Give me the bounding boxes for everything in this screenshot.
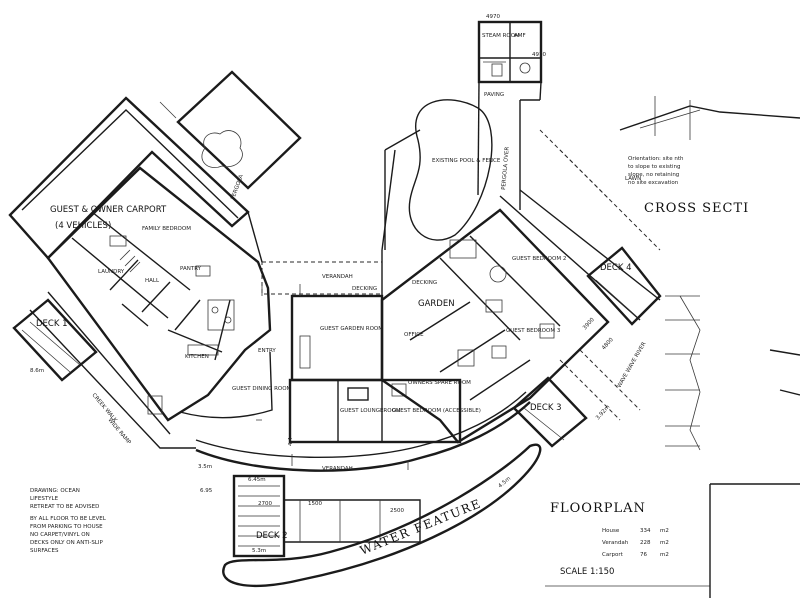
pantry-label: PANTRY bbox=[180, 266, 202, 272]
guest-lounge-label: GUEST LOUNGEROOM bbox=[340, 408, 401, 414]
deck-2-label: DECK 2 bbox=[256, 531, 288, 541]
pool-label: EXISTING POOL & FENCE bbox=[432, 158, 501, 164]
deck-3-label: DECK 3 bbox=[530, 403, 562, 413]
deck-1-label: DECK 1 bbox=[36, 319, 68, 329]
svg-text:4970: 4970 bbox=[486, 14, 500, 20]
carport-label: GUEST & OWNER CARPORT bbox=[50, 205, 167, 215]
svg-text:to slope to existing: to slope to existing bbox=[628, 164, 681, 170]
svg-text:DRAWING: OCEAN: DRAWING: OCEAN bbox=[30, 488, 80, 494]
lawn-edge bbox=[539, 129, 661, 421]
svg-text:NO CARPET/VINYL ON: NO CARPET/VINYL ON bbox=[30, 532, 90, 538]
deck-1: DECK 1 bbox=[12, 298, 98, 382]
svg-text:m2: m2 bbox=[660, 552, 669, 558]
decking-right-label: DECKING bbox=[412, 280, 437, 286]
paving-label: PAVING bbox=[484, 92, 504, 98]
svg-text:WIDE RAMP: WIDE RAMP bbox=[106, 417, 132, 446]
owners-spare-room-label: OWNERS SPARE ROOM bbox=[408, 380, 471, 386]
pergola-top: PERGOLA bbox=[159, 70, 302, 201]
deck-3: DECK 3 bbox=[512, 376, 588, 448]
area-verandah-label: Verandah bbox=[602, 540, 629, 546]
svg-text:5.3m: 5.3m bbox=[252, 548, 266, 554]
elevation-marks bbox=[665, 295, 800, 451]
area-carport-value: 76 bbox=[640, 552, 647, 558]
lawn-label: LAWN bbox=[625, 176, 641, 182]
guest-dining-label: GUEST DINING ROOM bbox=[232, 386, 292, 392]
svg-text:BY ALL FLOOR TO BE LEVEL: BY ALL FLOOR TO BE LEVEL bbox=[30, 516, 107, 522]
cross-section-label: CROSS SECTI bbox=[644, 201, 749, 216]
deck-2: DECK 2 6.45m 5.3m bbox=[232, 474, 288, 558]
hall-label: HALL bbox=[145, 278, 160, 284]
pergola-over-label: PERGOLA OVER bbox=[501, 146, 511, 190]
verandah-top-label: VERANDAH bbox=[322, 274, 353, 280]
entry-label: ENTRY bbox=[258, 348, 276, 354]
svg-text:RETREAT TO BE ADVISED: RETREAT TO BE ADVISED bbox=[30, 504, 99, 510]
area-house-value: 334 bbox=[640, 528, 651, 534]
vehicles-label: (4 VEHICLES) bbox=[55, 221, 111, 231]
area-verandah-value: 228 bbox=[640, 540, 651, 546]
existing-pool bbox=[408, 99, 493, 241]
amf-label: AMF bbox=[514, 33, 526, 39]
svg-text:3.5m: 3.5m bbox=[198, 464, 212, 470]
svg-text:SURFACES: SURFACES bbox=[30, 548, 59, 554]
scale-label: SCALE 1:150 bbox=[560, 567, 614, 577]
guest-bedroom-2-label: GUEST BEDROOM 2 bbox=[512, 256, 566, 262]
svg-text:4.4: 4.4 bbox=[288, 437, 294, 446]
notes-block: DRAWING: OCEAN LIFESTYLE RETREAT TO BE A… bbox=[30, 488, 107, 554]
verandah-bottom-label: VERANDAH bbox=[322, 466, 353, 472]
svg-text:Orientation: site nth: Orientation: site nth bbox=[628, 156, 684, 162]
steam-room-block: STEAM ROOM AMF bbox=[477, 20, 543, 84]
svg-text:1500: 1500 bbox=[308, 501, 322, 507]
guest-garden-room-label: GUEST GARDEN ROOM bbox=[320, 326, 383, 332]
guest-bedroom-accessible-label: GUEST BEDROOM (ACCESSIBLE) bbox=[392, 408, 481, 414]
svg-text:6.45m: 6.45m bbox=[248, 477, 266, 483]
deck-4-label: DECK 4 bbox=[600, 263, 632, 273]
svg-text:LIFESTYLE: LIFESTYLE bbox=[30, 496, 59, 502]
svg-text:m2: m2 bbox=[660, 528, 669, 534]
pergola-label: PERGOLA bbox=[230, 174, 245, 201]
svg-text:4800: 4800 bbox=[601, 337, 615, 352]
svg-text:2500: 2500 bbox=[390, 508, 404, 514]
floorplan-title: FLOORPLAN bbox=[550, 501, 646, 516]
svg-text:6.95: 6.95 bbox=[200, 488, 213, 494]
svg-text:FROM PARKING TO HOUSE: FROM PARKING TO HOUSE bbox=[30, 524, 103, 530]
deck-4: DECK 4 bbox=[586, 246, 662, 326]
svg-text:4970: 4970 bbox=[532, 52, 546, 58]
area-carport-label: Carport bbox=[602, 552, 624, 558]
svg-text:4.5m: 4.5m bbox=[497, 476, 512, 490]
office-label: OFFICE bbox=[404, 332, 424, 338]
water-feature-label: WATER FEATURE bbox=[358, 496, 484, 558]
cross-section: Orientation: site nth to slope to existi… bbox=[619, 96, 800, 216]
garden-label: GARDEN bbox=[418, 299, 455, 309]
svg-text:m2: m2 bbox=[660, 540, 669, 546]
area-house-label: House bbox=[602, 528, 620, 534]
svg-text:8.6m: 8.6m bbox=[30, 368, 44, 374]
svg-text:CREEK WALK: CREEK WALK bbox=[90, 392, 118, 423]
right-wing: DECKING GARDEN OFFICE GUEST BEDROOM 2 GU… bbox=[380, 208, 610, 444]
centre-block: GUEST GARDEN ROOM GUEST LOUNGEROOM GUEST… bbox=[258, 294, 481, 444]
svg-text:2700: 2700 bbox=[258, 501, 272, 507]
kitchen-label: KITCHEN bbox=[185, 354, 209, 360]
laundry-label: LAUNDRY bbox=[98, 269, 125, 275]
svg-text:3900: 3900 bbox=[582, 317, 596, 332]
svg-text:no site excavation: no site excavation bbox=[628, 180, 679, 186]
svg-text:3.92m: 3.92m bbox=[595, 404, 611, 421]
wave-river-label: WAVE WAVE RIVER bbox=[617, 341, 648, 389]
svg-text:DECKS ONLY ON ANTI-SLIP: DECKS ONLY ON ANTI-SLIP bbox=[30, 540, 103, 546]
family-bedroom-label: FAMILY BEDROOM bbox=[142, 226, 191, 232]
svg-text:slope, no retaining: slope, no retaining bbox=[628, 172, 679, 178]
decking-label: DECKING bbox=[352, 286, 377, 292]
steam-room-label: STEAM ROOM bbox=[482, 33, 520, 39]
guest-bedroom-3-label: GUEST BEDROOM 3 bbox=[506, 328, 561, 334]
